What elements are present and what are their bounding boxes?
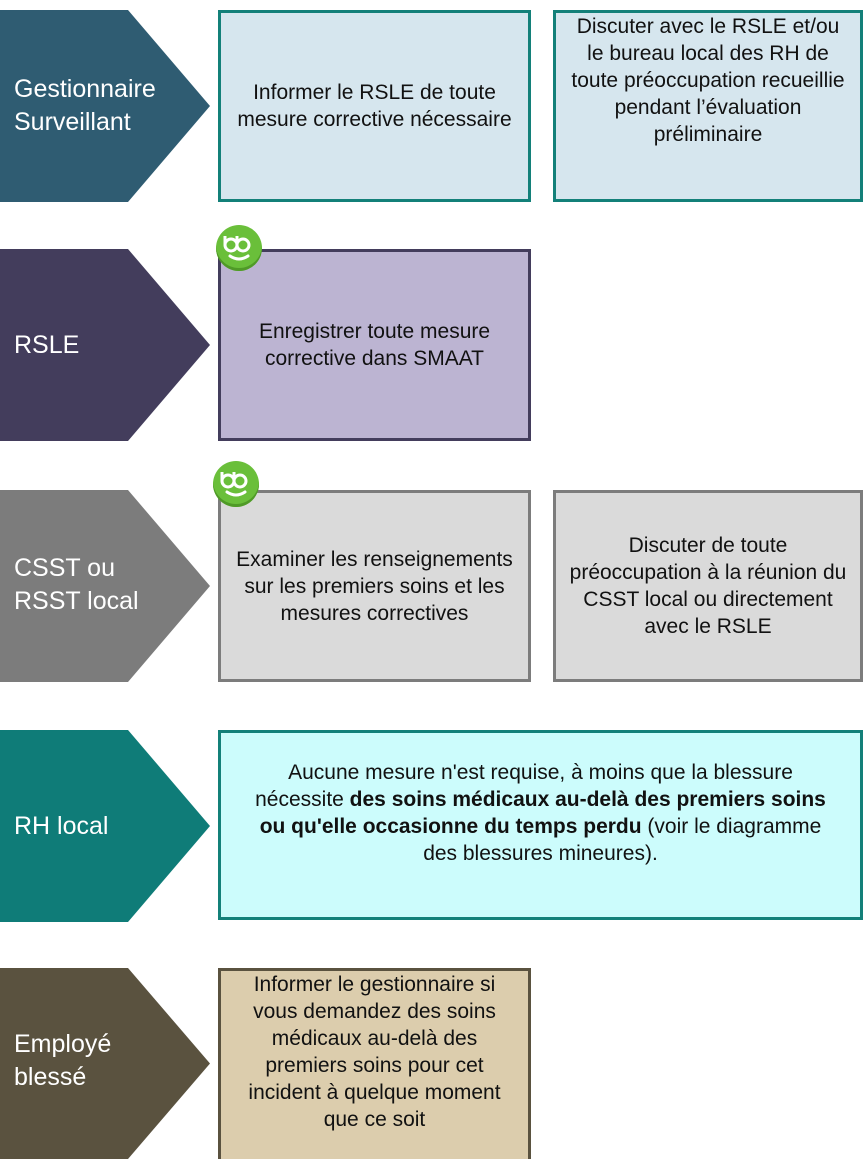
lane-employee-arrow: Employé blessé [0,968,210,1159]
manager-discuss-text: Discuter avec le RSLE et/ou le bureau lo… [571,15,845,146]
hr-note-text-part1: Aucune mesure n'est requise, à moins que… [255,761,793,811]
csst-discuss-text: Discuter de toute préoccupation à la réu… [569,534,847,638]
hr-note-text-part2: (voir le diagramme des blessures mineure… [423,815,822,865]
lane-hr-arrow: RH local [0,730,210,922]
employee-inform-text: Informer le gestionnaire si vous demande… [248,973,501,1131]
lane-manager-label-line2: Surveillant [14,108,131,136]
manager-inform-text: Informer le RSLE de toute mesure correct… [237,81,512,131]
manager-discuss-box: Discuter avec le RSLE et/ou le bureau lo… [553,10,863,202]
bb-badge-icon [213,461,259,507]
lane-rsle-arrow: RSLE [0,249,210,441]
employee-inform-box: Informer le gestionnaire si vous demande… [218,968,531,1159]
lane-employee-label-line2: blessé [14,1063,87,1091]
lane-manager-label-line1: Gestionnaire [14,75,156,103]
rsle-record-text: Enregistrer toute mesure corrective dans… [258,320,491,370]
lane-csst-label-line2: RSST local [14,587,139,615]
lane-employee-label-line1: Employé [14,1030,112,1058]
rsle-record-box: Enregistrer toute mesure corrective dans… [218,249,531,441]
hr-note-text: Aucune mesure n'est requise, à moins que… [243,759,838,867]
csst-review-box: Examiner les renseignements sur les prem… [218,490,531,682]
lane-manager-arrow: Gestionnaire Surveillant [0,10,210,202]
manager-inform-box: Informer le RSLE de toute mesure correct… [218,10,531,202]
csst-discuss-box: Discuter de toute préoccupation à la réu… [553,490,863,682]
lane-hr-label-line1: RH local [14,812,109,840]
csst-review-text: Examiner les renseignements sur les prem… [236,547,513,625]
hr-note-text-bold: des soins médicaux au-delà des premiers … [259,788,826,838]
lane-csst-arrow: CSST ou RSST local [0,490,210,682]
lane-rsle-label-line1: RSLE [14,331,80,359]
bb-badge-icon [216,225,262,271]
lane-csst-label-line1: CSST ou [14,554,115,582]
hr-note-box: Aucune mesure n'est requise, à moins que… [218,730,863,920]
